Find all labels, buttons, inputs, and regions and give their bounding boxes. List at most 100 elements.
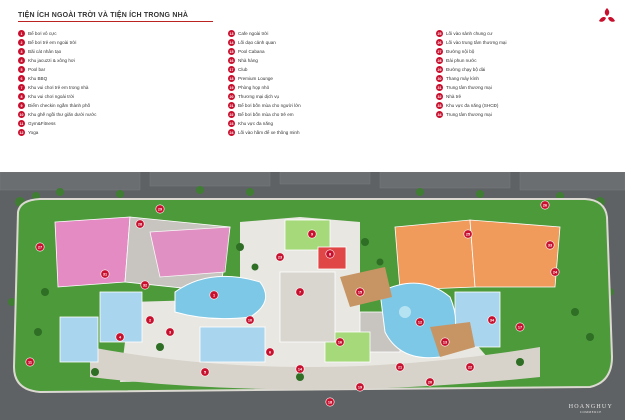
legend-label: Thang máy kính — [446, 76, 479, 81]
legend-label: Bãi cát nhân tạo — [28, 49, 62, 54]
map-marker: 17 — [515, 322, 525, 332]
legend-number-badge: 30 — [436, 75, 443, 82]
map-marker: 6 — [265, 347, 275, 357]
map-marker-dot — [540, 200, 550, 210]
map-marker-number: 1 — [213, 293, 215, 297]
map-marker: 24 — [550, 267, 560, 277]
legend-label: Bể bơi vô cực — [28, 31, 57, 36]
map-marker-number: 5 — [204, 370, 206, 374]
map-marker: 3 — [165, 327, 175, 337]
map-marker: 2 — [145, 315, 155, 325]
legend-number-badge: 25 — [436, 30, 443, 37]
legend-number-badge: 14 — [228, 39, 235, 46]
map-marker-dot — [295, 364, 305, 374]
map-marker: 29 — [155, 204, 165, 214]
map-marker: 12 — [415, 317, 425, 327]
legend-number-badge: 3 — [18, 48, 25, 55]
legend-number-badge: 7 — [18, 84, 25, 91]
map-marker: 15 — [355, 287, 365, 297]
map-marker: 20 — [425, 377, 435, 387]
legend-number-badge: 15 — [228, 48, 235, 55]
legend-number-badge: 27 — [436, 48, 443, 55]
legend-label: Bể bơi bốn mùa cho người lớn — [238, 103, 301, 108]
map-marker-dot — [307, 229, 317, 239]
map-marker: 5 — [200, 367, 210, 377]
map-marker: 26 — [540, 200, 550, 210]
legend-number-badge: 2 — [18, 39, 25, 46]
legend-label: Yoga — [28, 130, 39, 135]
legend-number-badge: 33 — [436, 102, 443, 109]
map-marker-number: 32 — [143, 283, 147, 287]
legend-number-badge: 22 — [228, 111, 235, 118]
map-marker-number: 13 — [443, 340, 447, 344]
map-marker: 18 — [325, 397, 335, 407]
map-marker-number: 17 — [518, 325, 522, 329]
map-marker: 9 — [307, 229, 317, 239]
map-marker-dot — [465, 362, 475, 372]
map-marker-dot — [35, 242, 45, 252]
map-marker-number: 7 — [299, 290, 301, 294]
legend-number-badge: 12 — [18, 129, 25, 136]
legend-label: Đường nội bộ — [446, 49, 475, 54]
legend-number-badge: 28 — [436, 57, 443, 64]
legend-number-badge: 16 — [228, 57, 235, 64]
map-marker: 32 — [140, 280, 150, 290]
map-marker: 8 — [325, 249, 335, 259]
map-marker-dot — [165, 327, 175, 337]
map-marker-number: 31 — [103, 272, 107, 276]
map-marker: 27 — [35, 242, 45, 252]
map-marker-dot — [515, 322, 525, 332]
map-marker: 22 — [465, 362, 475, 372]
legend-number-badge: 4 — [18, 57, 25, 64]
map-marker-number: 34 — [490, 318, 495, 322]
map-marker-number: 33 — [548, 243, 552, 247]
map-marker-dot — [145, 315, 155, 325]
map-marker-dot — [395, 362, 405, 372]
map-marker: 19 — [355, 382, 365, 392]
map-marker: 1 — [209, 290, 219, 300]
map-marker-number: 12 — [418, 320, 422, 324]
map-marker-number: 3 — [169, 330, 171, 334]
legend-label: Club — [238, 67, 248, 72]
map-marker-number: 11 — [28, 360, 32, 364]
map-marker-dot — [325, 249, 335, 259]
legend-number-badge: 34 — [436, 111, 443, 118]
brand-logo-icon — [599, 8, 615, 22]
legend-label: Gym&Fitness — [28, 121, 56, 126]
legend-number-badge: 21 — [228, 102, 235, 109]
map-marker: 34 — [487, 315, 497, 325]
legend-label: Lối dạo cảnh quan — [238, 40, 276, 45]
map-marker-number: 28 — [138, 222, 142, 226]
map-markers: 2928272625313233341234567891011121314151… — [25, 200, 560, 407]
map-marker-number: 6 — [269, 350, 271, 354]
legend-number-badge: 20 — [228, 93, 235, 100]
map-marker-number: 10 — [248, 318, 252, 322]
legend-number-badge: 8 — [18, 93, 25, 100]
legend-number-badge: 18 — [228, 75, 235, 82]
legend-label: Premium Lounge — [238, 76, 273, 81]
legend-label: Khu vực đa năng — [238, 121, 274, 126]
legend-label: Pool bar — [28, 67, 46, 72]
legend-title: TIỆN ÍCH NGOÀI TRỜI VÀ TIỆN ÍCH TRONG NH… — [18, 12, 189, 19]
legend-label: Lối vào sảnh chung cư — [446, 31, 493, 36]
map-marker-number: 4 — [119, 335, 122, 339]
legend-label: Khu vực đa năng (SHCĐ) — [446, 103, 499, 108]
legend-number-badge: 5 — [18, 66, 25, 73]
